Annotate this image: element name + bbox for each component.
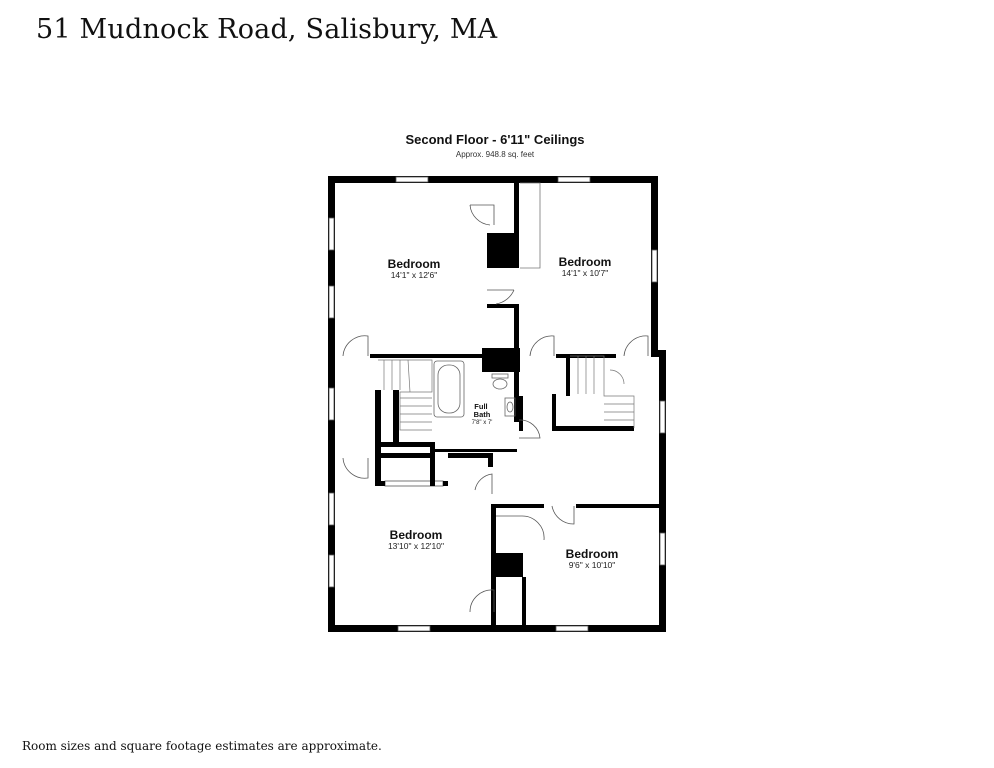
room-name-bedroom-1: Bedroom xyxy=(388,257,441,271)
room-name-full-bath: Full Bath xyxy=(474,402,491,419)
room-name-full-bath-line-2: Bath xyxy=(474,410,491,419)
room-dims-bedroom-2: 14'1" x 10'7" xyxy=(562,268,609,278)
room-name-bedroom-4: Bedroom xyxy=(566,547,619,561)
room-dims-full-bath: 7'8" x 7' xyxy=(472,420,493,426)
disclaimer-note: Room sizes and square footage estimates … xyxy=(22,739,382,753)
room-dims-bedroom-4: 9'6" x 10'10" xyxy=(569,560,616,570)
listing-address: 51 Mudnock Road, Salisbury, MA xyxy=(36,14,498,45)
room-dims-bedroom-1: 14'1" x 12'6" xyxy=(391,270,438,280)
windows xyxy=(328,176,666,632)
interior-walls xyxy=(370,183,660,627)
room-dims-bedroom-3: 13'10" x 12'10" xyxy=(388,541,444,551)
floor-plan-title: Second Floor - 6'11" Ceilings xyxy=(405,132,585,147)
bathroom-fixtures xyxy=(433,360,516,418)
floor-area-label: Approx. 948.8 sq. feet xyxy=(455,150,535,159)
doors xyxy=(342,204,649,613)
room-labels: Bedroom 14'1" x 12'6" Bedroom 14'1" x 10… xyxy=(388,255,619,570)
closet-rail xyxy=(520,182,541,269)
room-name-bedroom-2: Bedroom xyxy=(559,255,612,269)
room-name-bedroom-3: Bedroom xyxy=(390,528,443,542)
room-name-full-bath-line-1: Full xyxy=(474,402,487,411)
stairs xyxy=(378,355,635,431)
